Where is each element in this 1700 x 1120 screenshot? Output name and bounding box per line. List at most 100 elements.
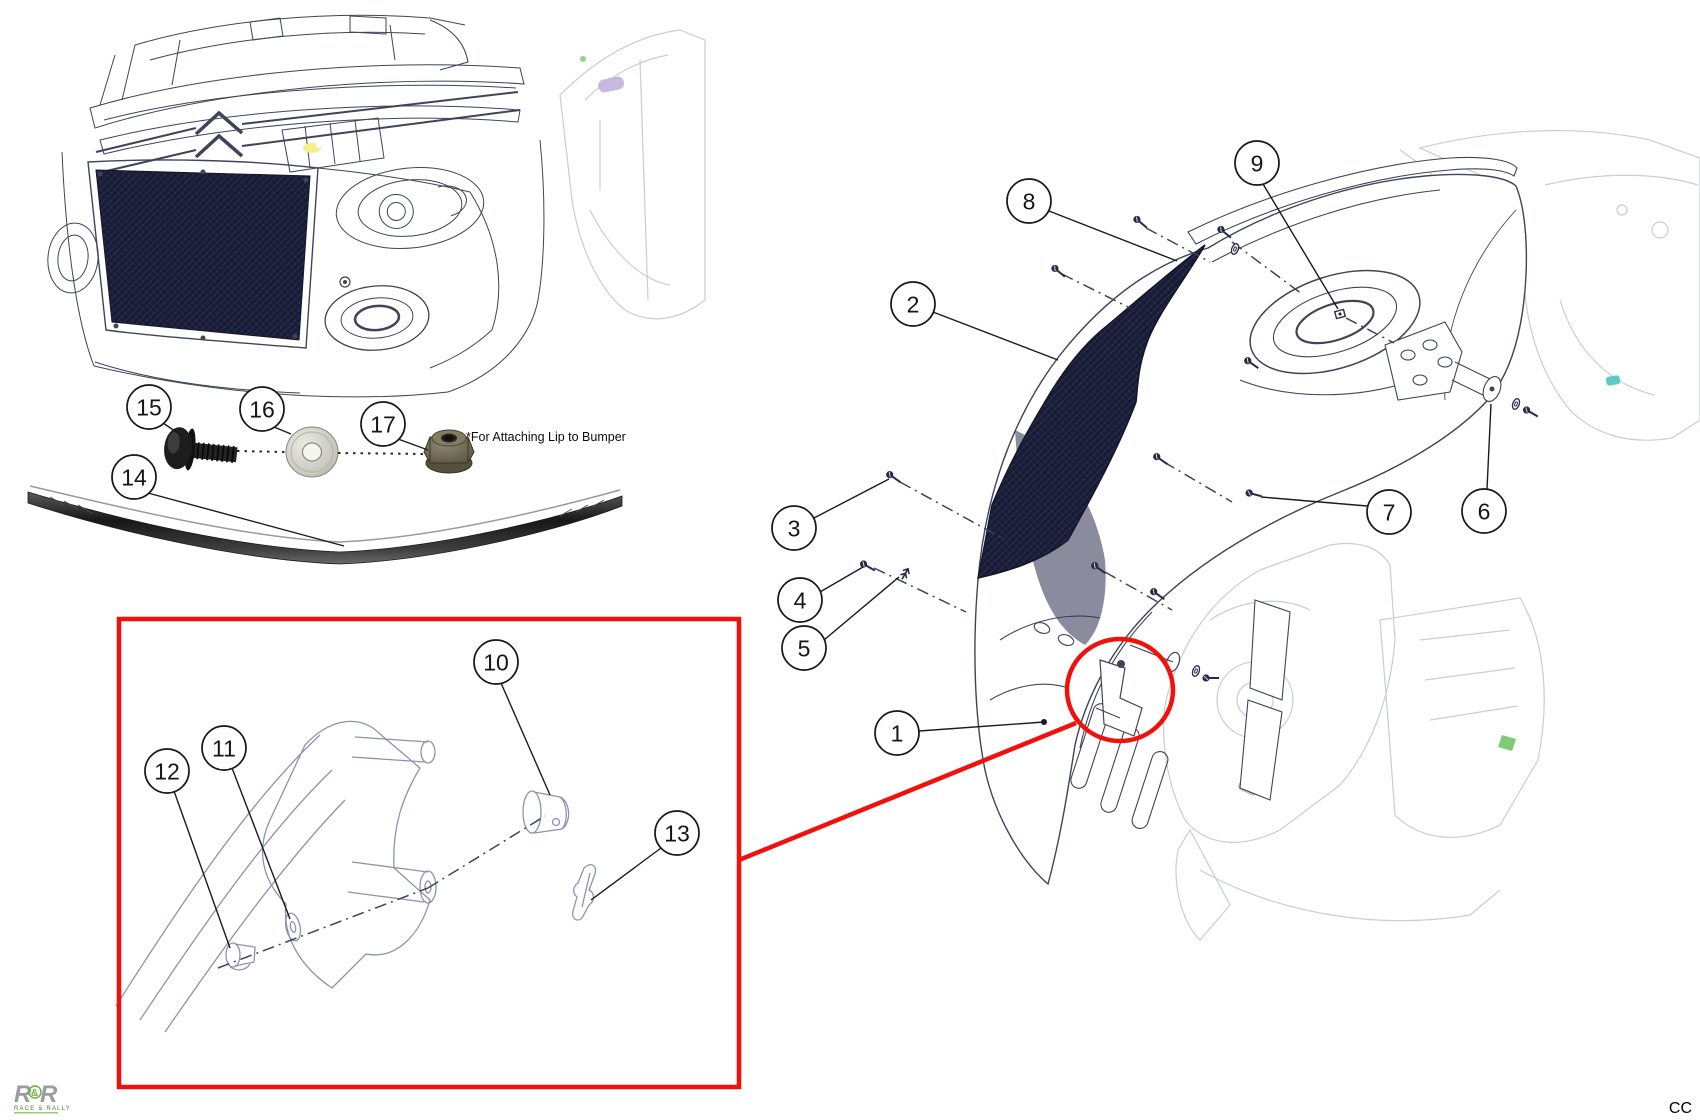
callout-circle: [777, 577, 823, 623]
callout-number: 16: [249, 396, 275, 422]
red-highlight-layer: [116, 616, 1176, 1090]
callout-leader-line: [147, 492, 345, 547]
screw-icon: [1150, 588, 1165, 600]
inset-detail-drawing: [115, 720, 597, 1033]
callout-number: 8: [1023, 188, 1036, 214]
callout-11: 11: [201, 725, 291, 920]
callout-circle: [126, 384, 172, 430]
leader-target-dot: [1041, 719, 1047, 725]
callout-leader-line: [500, 682, 551, 796]
callout-circle: [781, 625, 827, 671]
callout-circle: [239, 386, 285, 432]
front-view-drawing: [47, 14, 545, 398]
inset-washer-part: [284, 912, 302, 942]
lip-end-hatching: [35, 493, 605, 517]
callout-15: 15: [126, 384, 198, 447]
fastener-note-text: *For Attaching Lip to Bumper: [466, 430, 626, 444]
callout-leader-line: [231, 767, 291, 920]
washer-icon: [1191, 665, 1201, 677]
callout-number: 3: [788, 515, 801, 541]
callout-number: 14: [121, 464, 147, 490]
dashdot-axis-line: [1231, 241, 1303, 295]
callout-number: 13: [664, 820, 690, 846]
callout-leader-line: [1262, 183, 1339, 310]
callout-circle: [654, 810, 700, 856]
callout-leader-line: [1486, 403, 1492, 490]
fog-surround-drawing: [1249, 269, 1421, 375]
alignment-dashdot-lines: [217, 227, 1395, 969]
green-accent-mark: [1498, 735, 1516, 751]
logo-mark-right: R: [40, 1081, 58, 1108]
callout-circle: [890, 281, 936, 327]
callout-circle: [360, 401, 406, 447]
callout-leader-line: [1260, 496, 1368, 507]
bolt-part-photo: [164, 427, 238, 471]
headlight-drawing: [335, 166, 485, 250]
callout-circle: [201, 725, 247, 771]
callout-9: 9: [1234, 140, 1339, 310]
callout-circle: [874, 710, 920, 756]
callout-14: 14: [111, 454, 345, 547]
dotted-assembly-line: [236, 450, 287, 453]
callout-leader-line: [918, 721, 1045, 732]
crash-bar-drawing: [1384, 321, 1502, 402]
flange-nut-part-photo: [423, 429, 475, 474]
brand-logo: R & R RACE & RALLY: [14, 1081, 70, 1114]
front-grille-mesh: [95, 169, 311, 341]
screw-icon: [1051, 264, 1066, 278]
callout-circle: [1366, 489, 1412, 535]
faded-body-panels-top-left: [559, 29, 706, 320]
inset-fastener-part: [225, 942, 256, 971]
callout-leader-line: [273, 426, 292, 435]
detail-highlight-circle: [1064, 636, 1176, 744]
callout-1: 1: [874, 710, 1047, 756]
washer-icon: [1230, 243, 1240, 255]
inset-detail-box: [116, 616, 742, 1090]
grille-fixing-dots: [97, 169, 309, 341]
callout-number: 2: [907, 291, 920, 317]
inset-connector-line: [738, 720, 1077, 863]
screw-icon: [1091, 562, 1106, 574]
push-clip-icon: [900, 567, 910, 580]
screw-icon: [886, 471, 901, 483]
dashdot-axis-line: [217, 887, 429, 969]
green-marker-accent: [580, 56, 586, 62]
left-fog-recess: [47, 222, 99, 294]
callout-10: 10: [473, 639, 551, 796]
callout-circle: [1461, 488, 1507, 534]
callout-leader-line: [813, 478, 890, 519]
callout-number: 17: [370, 411, 396, 437]
logo-underline: [14, 1112, 58, 1114]
callout-3: 3: [771, 478, 890, 551]
dashdot-axis-line: [1163, 461, 1233, 503]
citroen-chevrons-logo: [194, 110, 244, 159]
lip-splitter-part: [27, 485, 623, 565]
screw-icon: [1522, 406, 1539, 418]
callout-number: 6: [1478, 498, 1491, 524]
screw-icon: [859, 560, 876, 572]
callout-number: 4: [794, 587, 807, 613]
teal-clip-accent: [1605, 375, 1621, 386]
washer-icon: [1511, 398, 1521, 410]
dashdot-axis-line: [899, 481, 1003, 539]
callout-circle: [144, 748, 190, 794]
screw-icon: [1245, 489, 1262, 498]
callout-leader-line: [823, 576, 900, 641]
small-hardware-layer: [859, 215, 1539, 682]
callout-leader-line: [397, 438, 429, 451]
callout-17: 17: [360, 401, 429, 451]
page-corner-text: CC: [1668, 1100, 1692, 1117]
dashdot-axis-line: [1345, 317, 1395, 344]
inset-clip-part: [571, 864, 597, 921]
callout-number: 15: [136, 394, 162, 420]
callout-number: 7: [1383, 499, 1396, 525]
logo-mark-left: R: [14, 1081, 32, 1108]
callout-13: 13: [590, 810, 700, 901]
callout-number: 1: [891, 720, 904, 746]
callout-number: 11: [212, 735, 236, 761]
grommet-part: [522, 790, 570, 834]
callout-6: 6: [1461, 403, 1507, 534]
mesh-grille-part: [977, 244, 1206, 579]
